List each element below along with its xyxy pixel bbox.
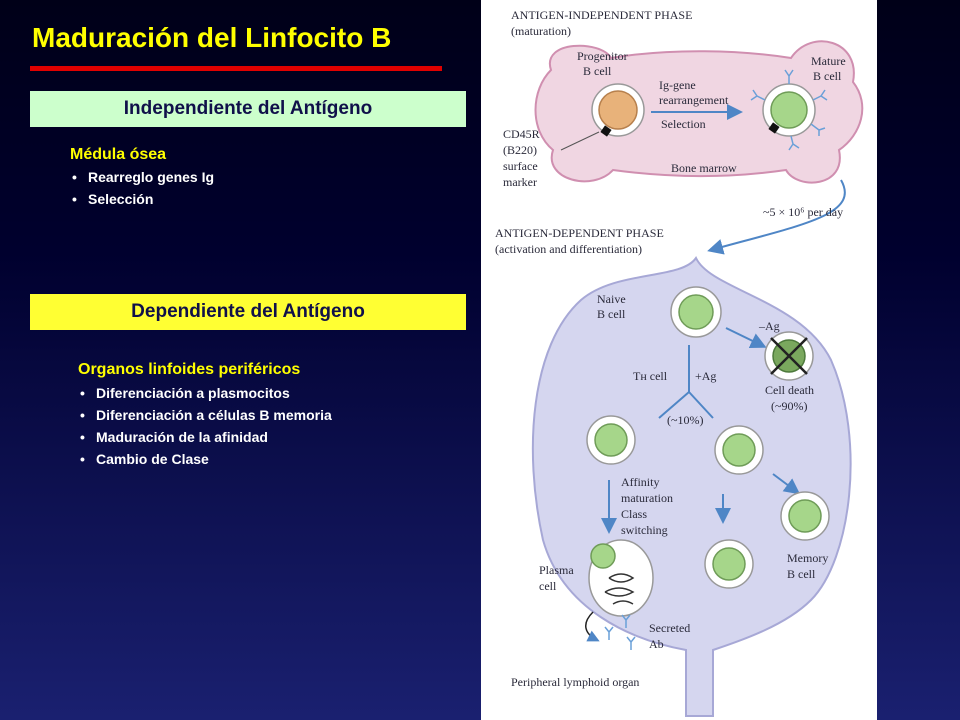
figure-svg: ANTIGEN-INDEPENDENT PHASE (maturation) P…: [495, 8, 864, 717]
mature-b-cell-nucleus: [770, 91, 808, 129]
rearrangement-label-2: rearrangement: [659, 93, 729, 107]
phase1-title: ANTIGEN-INDEPENDENT PHASE: [511, 8, 692, 22]
secreted-antibody-icon: [604, 614, 636, 650]
to-memory-arrow: [772, 473, 801, 495]
death-label-2: (~90%): [771, 399, 807, 413]
bone-marrow-label: Bone marrow: [671, 161, 737, 175]
independent-subheading: Médula ósea: [70, 146, 167, 163]
marker-pointer: [560, 131, 600, 151]
phase1-subtitle: (maturation): [511, 24, 571, 38]
dependent-bullet: Diferenciación a plasmocitos: [80, 382, 332, 404]
ten-percent-label: (~10%): [667, 413, 703, 427]
naive-label-2: B cell: [597, 307, 626, 321]
affinity-label-1: Affinity: [621, 475, 659, 489]
per-day-label: ~5 × 10⁶ per day: [763, 205, 843, 219]
mature-label-2: B cell: [813, 69, 842, 83]
plasma-label-1: Plasma: [539, 563, 574, 577]
endoplasmic-reticulum-icon: [604, 573, 635, 605]
progenitor-label-1: Progenitor: [577, 49, 628, 63]
marker-label-3: surface: [503, 159, 538, 173]
progenitor-nucleus: [598, 90, 638, 130]
progenitor-label-2: B cell: [583, 64, 612, 78]
dependent-bullet-list: Diferenciación a plasmocitos Diferenciac…: [80, 382, 332, 470]
secretion-arrow: [585, 611, 600, 642]
activation-branch-arrows: [658, 391, 714, 419]
minus-ag-label: –Ag: [758, 319, 780, 333]
memory-label-1: Memory: [787, 551, 828, 565]
rearrangement-label-1: Ig-gene: [659, 78, 696, 92]
th-cell-label: Tʜ cell: [633, 369, 668, 383]
naive-b-cell-nucleus: [678, 294, 714, 330]
marker-label-4: marker: [503, 175, 537, 189]
memory-label-2: B cell: [787, 567, 816, 581]
dependent-subheading: Organos linfoides periféricos: [78, 361, 301, 378]
secreted-label-1: Secreted: [649, 621, 690, 635]
dependent-bullet: Diferenciación a células B memoria: [80, 404, 332, 426]
marker-label-2: (B220): [503, 143, 537, 157]
slide-title: Maduración del Linfocito B: [32, 22, 392, 53]
title-underline: [30, 66, 442, 71]
receptor-icon: [750, 69, 828, 151]
no-antigen-arrow: [725, 327, 767, 348]
phase2-subtitle: (activation and differentiation): [495, 242, 642, 256]
activated-b-cell-nucleus: [594, 423, 628, 457]
dependent-header: Dependiente del Antígeno: [30, 294, 466, 330]
organ-label: Peripheral lymphoid organ: [511, 675, 639, 689]
activated-b-cell-nucleus: [722, 433, 756, 467]
affinity-label-4: switching: [621, 523, 668, 537]
affinity-label-2: maturation: [621, 491, 673, 505]
memory-b-cell-nucleus: [788, 499, 822, 533]
independent-header: Independiente del Antígeno: [30, 91, 466, 127]
dependent-bullet: Maduración de la afinidad: [80, 426, 332, 448]
migration-arrow: [707, 179, 846, 255]
plasma-label-2: cell: [539, 579, 557, 593]
independent-bullet: Selección: [72, 188, 214, 210]
phase2-title: ANTIGEN-DEPENDENT PHASE: [495, 226, 664, 240]
affinity-label-3: Class: [621, 507, 647, 521]
cd45r-marker-icon: [600, 125, 612, 137]
cell-death-cross-icon: [770, 337, 808, 375]
plus-ag-label: +Ag: [695, 369, 716, 383]
mature-label-1: Mature: [811, 54, 846, 68]
death-label-1: Cell death: [765, 383, 814, 397]
marker-label-1: CD45R: [503, 127, 540, 141]
secreted-label-2: Ab: [649, 637, 664, 651]
b-cell-maturation-figure: ANTIGEN-INDEPENDENT PHASE (maturation) P…: [481, 0, 877, 720]
selection-label: Selection: [661, 117, 706, 131]
cd45r-marker-icon: [768, 122, 780, 134]
independent-bullet-list: Rearreglo genes Ig Selección: [72, 166, 214, 210]
naive-label-1: Naive: [597, 292, 626, 306]
memory-b-cell-nucleus: [712, 547, 746, 581]
independent-bullet: Rearreglo genes Ig: [72, 166, 214, 188]
plasma-cell-nucleus: [590, 543, 616, 569]
dependent-bullet: Cambio de Clase: [80, 448, 332, 470]
